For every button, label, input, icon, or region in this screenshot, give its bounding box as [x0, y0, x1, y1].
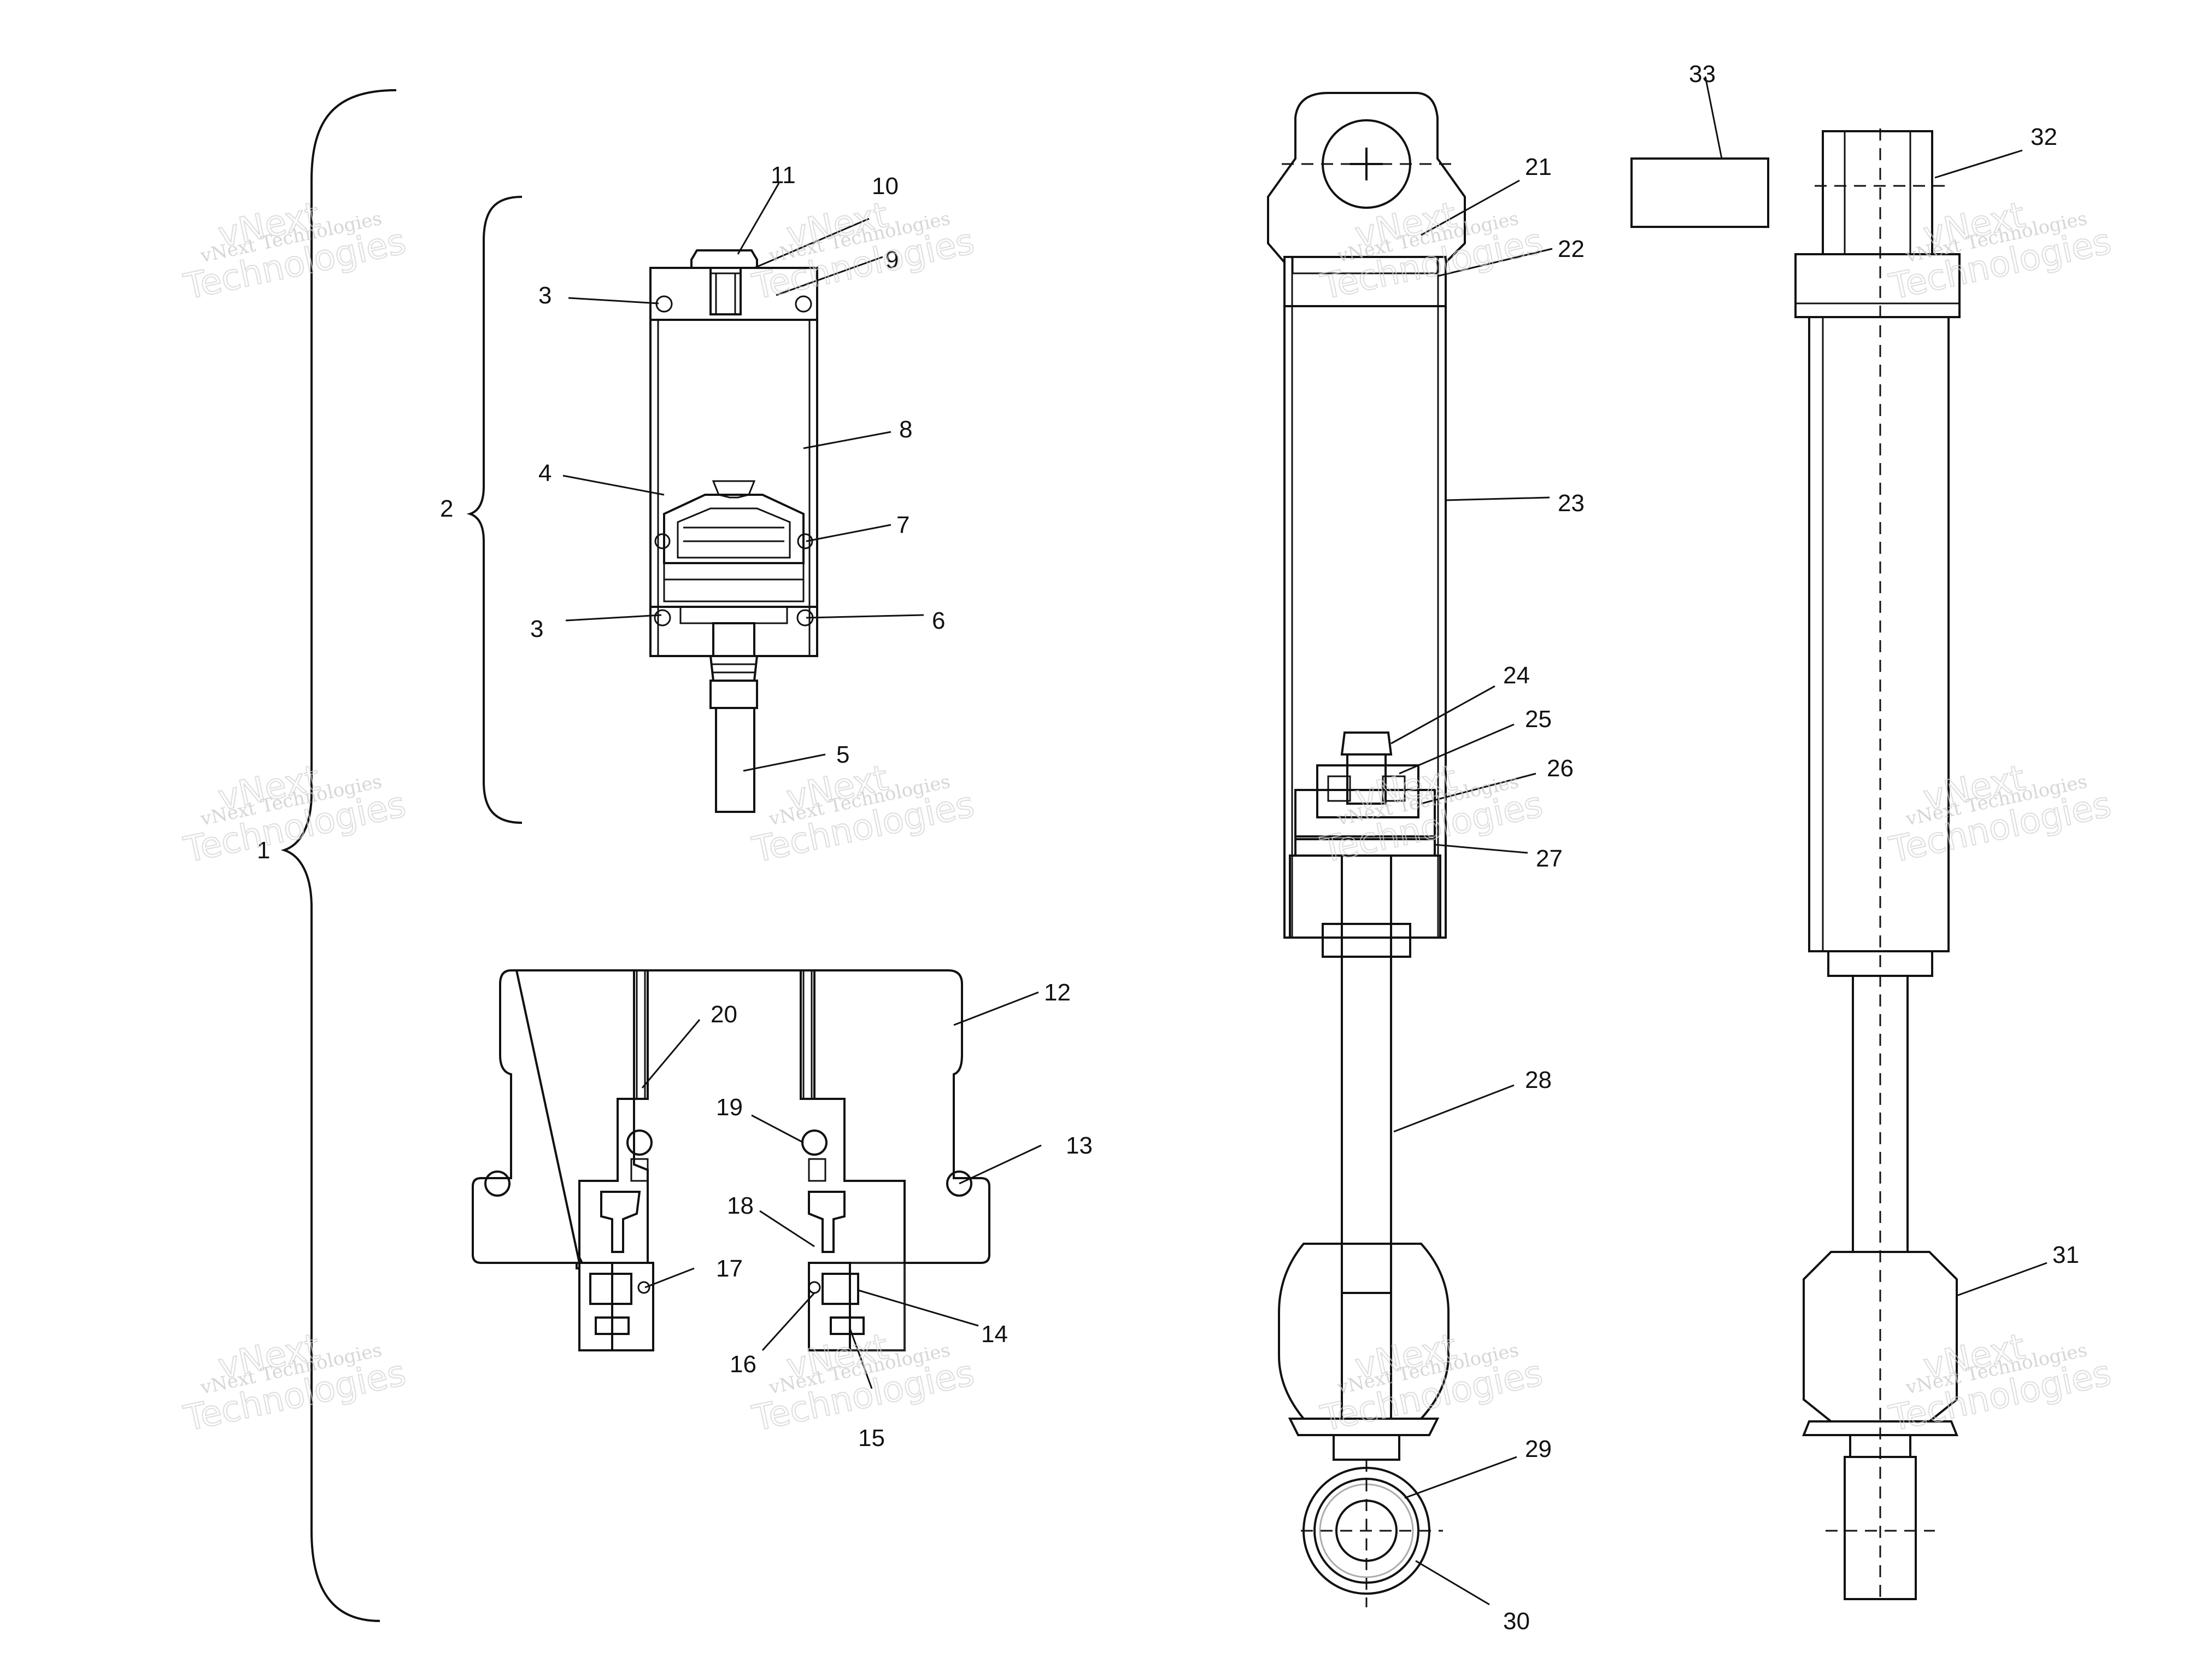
- watermark: vNext vNext Technologies Technologies: [1885, 1326, 2115, 1440]
- watermark: vNext vNext Technologies Technologies: [180, 195, 410, 308]
- callout-8: 8: [899, 416, 912, 443]
- callout-2: 2: [440, 495, 453, 522]
- callout-26: 26: [1547, 755, 1574, 782]
- callout-13: 13: [1066, 1132, 1093, 1159]
- callout-3a: 3: [538, 282, 551, 309]
- callout-32: 32: [2031, 124, 2057, 150]
- seal-head-display: [472, 969, 990, 1351]
- callout-25: 25: [1525, 706, 1552, 733]
- callout-14: 14: [981, 1321, 1008, 1348]
- callout-24: 24: [1503, 662, 1530, 689]
- watermark: vNext vNext Technologies Technologies: [180, 1326, 410, 1440]
- callout-9: 9: [885, 247, 899, 273]
- callout-18: 18: [727, 1192, 754, 1219]
- watermark: vNext vNext Technologies Technologies: [180, 758, 410, 871]
- callout-20: 20: [711, 1001, 737, 1028]
- callout-19: 19: [716, 1094, 743, 1121]
- watermark: vNext vNext Technologies Technologies: [748, 1326, 978, 1440]
- watermark: vNext vNext Technologies Technologies: [1885, 195, 2115, 308]
- callout-28: 28: [1525, 1067, 1552, 1093]
- assembly-brace-1: [280, 89, 397, 1622]
- callout-16: 16: [730, 1351, 756, 1378]
- callout-1: 1: [257, 837, 270, 864]
- shock-body-section: [1267, 92, 1466, 1607]
- callout-17: 17: [716, 1255, 743, 1282]
- watermark: vNext vNext Technologies Technologies: [748, 758, 978, 871]
- callout-33: 33: [1689, 61, 1716, 87]
- callout-27: 27: [1536, 845, 1563, 872]
- subassembly-brace-2: [466, 196, 523, 824]
- callout-11: 11: [771, 162, 796, 189]
- callout-6: 6: [932, 607, 945, 634]
- callout-7: 7: [896, 512, 910, 538]
- callout-31: 31: [2052, 1242, 2079, 1268]
- callout-29: 29: [1525, 1436, 1552, 1462]
- callout-22: 22: [1558, 236, 1585, 262]
- callout-labels: 1 2 3 3 4 5 6 7 8 9 10 11 12 13 14 15 16…: [257, 61, 2079, 1635]
- callout-12: 12: [1044, 979, 1071, 1006]
- shock-external-view: [1630, 128, 1961, 1602]
- callout-10: 10: [872, 173, 899, 200]
- callout-4: 4: [538, 460, 551, 487]
- callout-23: 23: [1558, 490, 1585, 517]
- watermark: vNext vNext Technologies Technologies: [1317, 195, 1547, 308]
- watermark: vNext vNext Technologies Technologies: [1885, 758, 2115, 871]
- watermark: vNext vNext Technologies Technologies: [1317, 1326, 1547, 1440]
- callout-5: 5: [836, 741, 849, 768]
- callout-3b: 3: [530, 616, 543, 642]
- callout-15: 15: [858, 1425, 885, 1451]
- leader-lines: [562, 76, 2047, 1606]
- callout-21: 21: [1525, 154, 1552, 180]
- watermark: vNext vNext Technologies Technologies: [748, 195, 978, 308]
- callout-30: 30: [1503, 1608, 1530, 1635]
- reservoir-assembly: [649, 249, 818, 813]
